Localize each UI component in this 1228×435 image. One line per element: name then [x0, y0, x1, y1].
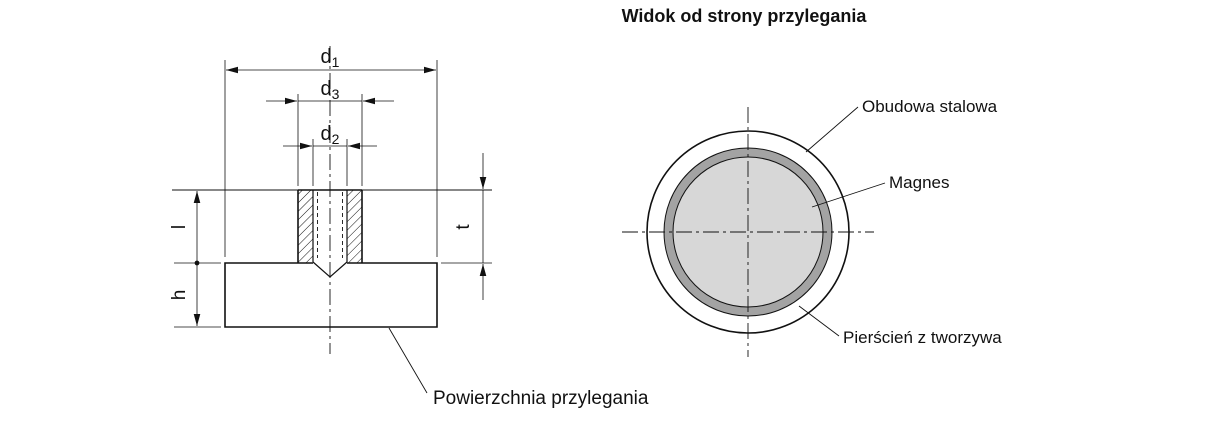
dim-label-d3: d3 — [321, 78, 340, 102]
dim-label-d2: d2 — [321, 123, 340, 147]
ring-label: Pierścień z tworzywa — [843, 328, 1002, 347]
drawing-linework — [172, 46, 886, 394]
dim-label-d2-base: d — [321, 123, 332, 145]
drawing-text: d1 d3 d2 l h t Powierzchnia przylegania … — [169, 6, 1002, 409]
pot-body-outline — [224, 262, 438, 328]
leader-line-magnet — [811, 182, 886, 208]
dim-dot-shared-lh — [194, 260, 200, 266]
dim-label-d2-sub: 2 — [332, 131, 340, 147]
front-view — [622, 106, 886, 357]
dim-label-d3-sub: 3 — [332, 86, 340, 102]
front-view-title: Widok od strony przylegania — [622, 6, 868, 26]
dim-label-d1-base: d — [321, 46, 332, 68]
dim-label-d1-sub: 1 — [332, 54, 340, 70]
dim-label-l: l — [169, 225, 190, 229]
section-view — [172, 46, 492, 394]
housing-label: Obudowa stalowa — [862, 97, 998, 116]
dim-label-t: t — [453, 224, 474, 230]
magnet-label: Magnes — [889, 173, 949, 192]
contact-surface-caption: Powierzchnia przylegania — [433, 388, 649, 409]
dim-label-h: h — [169, 290, 190, 301]
leader-line-ring — [798, 305, 840, 337]
hatch-wall-right — [347, 190, 362, 263]
leader-line-housing — [805, 106, 859, 153]
hole-cone-tip — [312, 261, 348, 278]
leader-line-contact-surface — [388, 327, 428, 394]
dim-label-d1: d1 — [321, 46, 340, 70]
hatch-wall-left — [298, 190, 313, 263]
dim-label-d3-base: d — [321, 78, 332, 100]
